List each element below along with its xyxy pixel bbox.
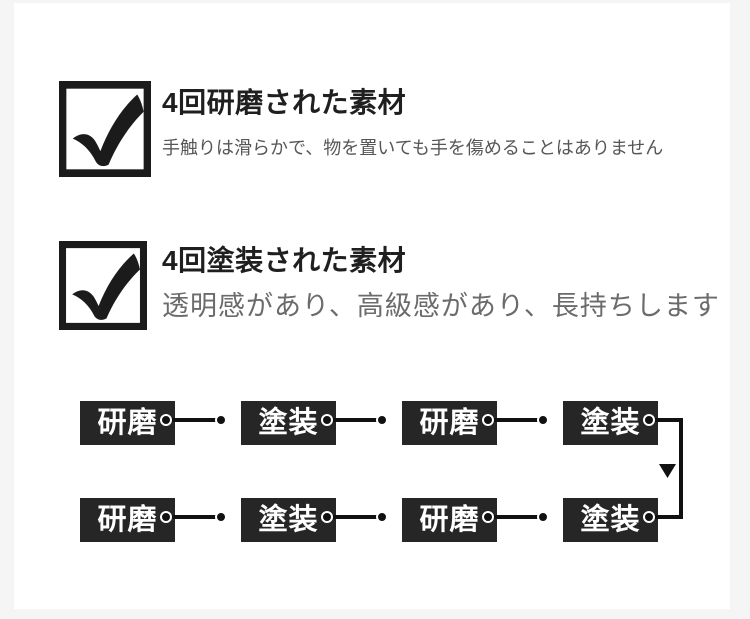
flow-step: 塗装 xyxy=(563,401,658,445)
feature-description-painted: 透明感があり、高級感があり、長持ちします xyxy=(162,291,720,321)
feature-title-polished: 4回研磨された素材 xyxy=(162,87,407,118)
flow-step: 研磨 xyxy=(80,498,175,542)
flow-step: 塗装 xyxy=(241,401,336,445)
feature-description-polished: 手触りは滑らかで、物を置いても手を傷めることはありません xyxy=(162,138,664,158)
flow-step: 塗装 xyxy=(241,498,336,542)
checked-checkbox-icon xyxy=(59,81,151,177)
product-info-panel: 4回研磨された素材 手触りは滑らかで、物を置いても手を傷めることはありません 4… xyxy=(14,3,730,609)
flow-step: 研磨 xyxy=(402,401,497,445)
feature-title-painted: 4回塗装された素材 xyxy=(162,245,407,276)
flow-step: 研磨 xyxy=(402,498,497,542)
flow-step: 塗装 xyxy=(563,498,658,542)
checked-checkbox-icon xyxy=(59,241,147,330)
flow-step: 研磨 xyxy=(80,401,175,445)
